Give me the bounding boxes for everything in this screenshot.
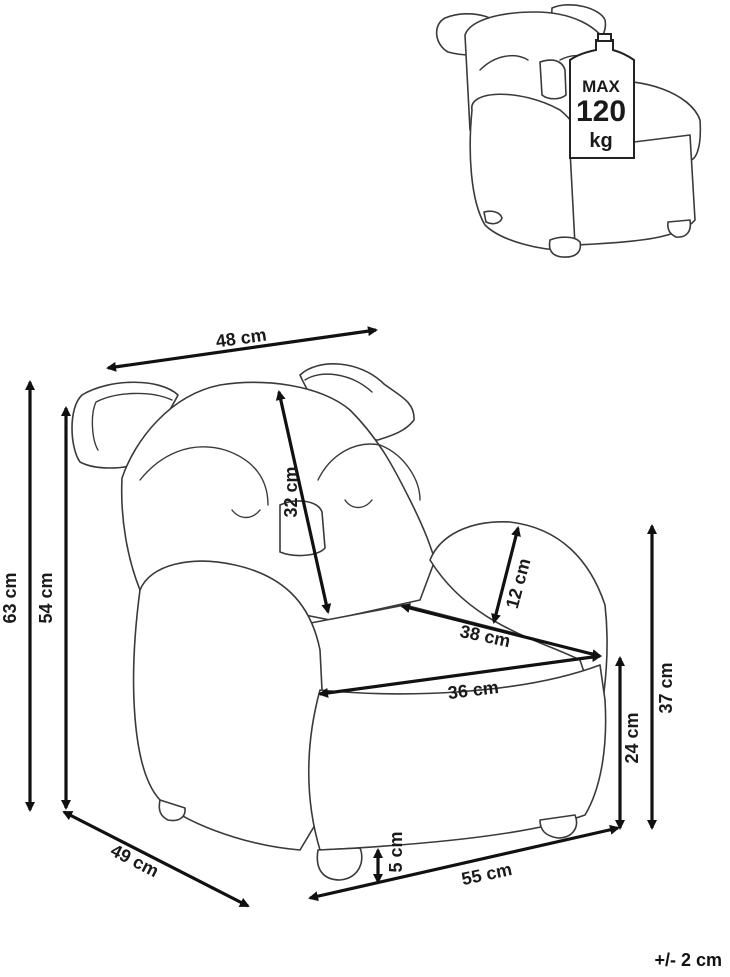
arrow-width-bottom <box>308 824 620 902</box>
badge-unit-label: kg <box>589 130 612 152</box>
thumbnail-chair-illustration <box>435 4 702 258</box>
front-left-leg <box>316 847 363 881</box>
label-height-back: 54 cm <box>36 572 56 623</box>
label-height-total: 63 cm <box>0 572 20 623</box>
arrow-seat-width <box>318 652 602 698</box>
badge-max-label: MAX <box>582 77 620 96</box>
label-seat-height: 24 cm <box>622 712 642 763</box>
max-load-badge: MAX 120 kg <box>569 33 635 159</box>
left-armrest <box>132 560 331 851</box>
arrow-seat-depth <box>400 603 602 659</box>
dimension-arrows <box>25 326 657 908</box>
tolerance-note: +/- 2 cm <box>654 950 722 970</box>
main-chair-illustration <box>71 363 608 881</box>
dimension-labels: 48 cm 63 cm 54 cm 32 cm 12 cm 38 cm 36 c… <box>0 325 676 890</box>
label-backrest-depth: 32 cm <box>281 466 301 517</box>
label-leg-height: 5 cm <box>386 831 406 872</box>
badge-weight-value: 120 <box>576 95 626 128</box>
front-right-leg <box>539 814 578 839</box>
arrow-width-top <box>106 326 378 372</box>
left-eye <box>231 509 261 519</box>
arrow-depth <box>62 810 250 908</box>
arrow-backrest-depth <box>275 390 332 614</box>
label-depth: 49 cm <box>107 840 162 881</box>
label-side-height: 37 cm <box>656 662 676 713</box>
right-eye <box>344 499 373 509</box>
